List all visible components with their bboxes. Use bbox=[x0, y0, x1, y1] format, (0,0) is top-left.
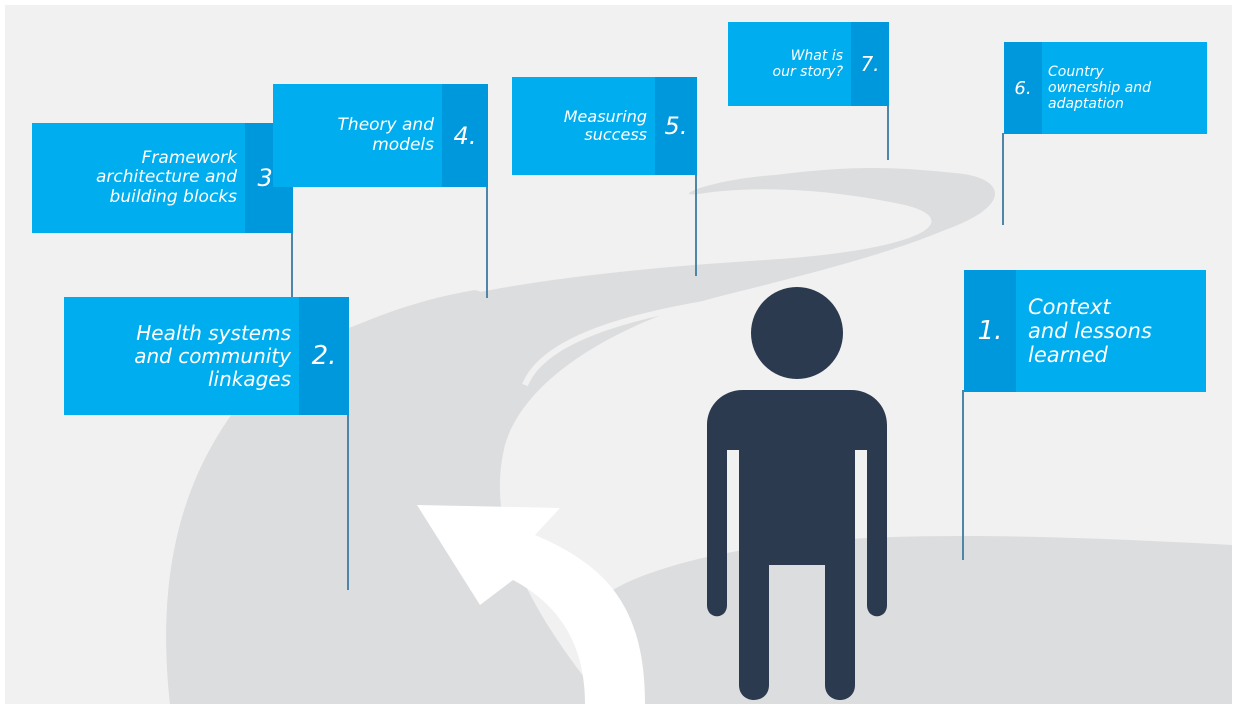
flag-2-pole bbox=[347, 410, 349, 590]
flag-7-label: What is our story? bbox=[772, 47, 843, 80]
flag-1-number: 1. bbox=[964, 270, 1016, 392]
flag-1-label: Context and lessons learned bbox=[1028, 294, 1152, 368]
flag-3-label: Framework architecture and building bloc… bbox=[96, 147, 237, 207]
flag-7-pole bbox=[887, 105, 889, 160]
roadmap-diagram: 1. Context and lessons learned Health sy… bbox=[5, 5, 1232, 704]
flag-6-label: Country ownership and adaptation bbox=[1048, 63, 1151, 113]
flag-5: Measuring success 5. bbox=[512, 77, 697, 175]
flag-6-number: 6. bbox=[1004, 42, 1042, 134]
flag-3-pole bbox=[291, 230, 293, 300]
flag-3: Framework architecture and building bloc… bbox=[32, 123, 293, 233]
flag-4-label: Theory and models bbox=[337, 114, 434, 155]
flag-7: What is our story? 7. bbox=[728, 22, 889, 106]
flag-1: 1. Context and lessons learned bbox=[964, 270, 1206, 392]
flag-7-number: 7. bbox=[851, 22, 889, 106]
flag-2-label: Health systems and community linkages bbox=[134, 320, 291, 391]
flag-1-pole bbox=[962, 390, 964, 560]
flag-5-number: 5. bbox=[655, 77, 697, 175]
person-icon bbox=[707, 287, 887, 700]
flag-6: 6. Country ownership and adaptation bbox=[1004, 42, 1207, 134]
flag-2: Health systems and community linkages 2. bbox=[64, 297, 349, 415]
flag-6-pole bbox=[1002, 133, 1004, 225]
flag-4: Theory and models 4. bbox=[273, 84, 488, 187]
road-lower bbox=[578, 536, 1232, 704]
flag-5-pole bbox=[695, 173, 697, 276]
flag-4-pole bbox=[486, 185, 488, 298]
flag-4-number: 4. bbox=[442, 84, 488, 187]
flag-5-label: Measuring success bbox=[563, 106, 647, 144]
arrow-icon bbox=[417, 505, 645, 704]
road-path bbox=[166, 168, 996, 704]
road-highlight bbox=[522, 292, 766, 387]
flag-2-number: 2. bbox=[299, 297, 349, 415]
